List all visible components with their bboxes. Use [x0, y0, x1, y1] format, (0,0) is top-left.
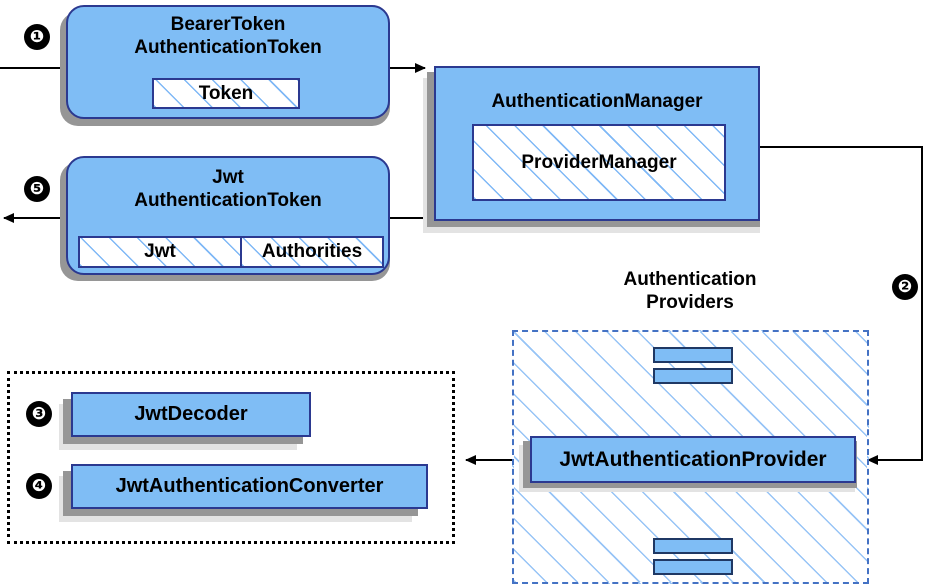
jwt-token-title-line2: AuthenticationToken: [134, 190, 322, 211]
provider-stack-bar-bottom-1: [653, 538, 733, 554]
step-marker-5: ❺: [24, 176, 50, 202]
token-label: Token: [198, 82, 254, 104]
arrow-manager-to-provider: [760, 146, 923, 465]
jwt-token-title-line1: Jwt: [212, 167, 244, 188]
authorities-label: Authorities: [261, 241, 363, 262]
node-jwt-decoder[interactable]: JwtDecoder: [71, 392, 311, 437]
authentication-providers-label-line1: Authentication: [623, 269, 757, 290]
authentication-manager-title: AuthenticationManager: [491, 91, 703, 112]
node-jwt-authentication-token[interactable]: Jwt AuthenticationToken Jwt Authorities: [66, 156, 390, 275]
jwt-authentication-converter-title: JwtAuthenticationConverter: [115, 475, 384, 497]
step-marker-2: ❷: [892, 274, 918, 300]
step-marker-3: ❸: [26, 401, 52, 427]
provider-stack-bar-bottom-2: [653, 559, 733, 575]
inner-authorities[interactable]: Authorities: [240, 236, 384, 268]
authentication-providers-label: Authentication Providers: [560, 268, 820, 314]
provider-manager-label: ProviderManager: [521, 151, 677, 173]
jwt-decoder-title: JwtDecoder: [134, 403, 248, 425]
node-authentication-manager[interactable]: AuthenticationManager ProviderManager: [434, 66, 760, 221]
jwt-label: Jwt: [144, 241, 176, 262]
inner-token[interactable]: Token: [152, 78, 300, 109]
provider-stack-bar-top-2: [653, 368, 733, 384]
jwt-authentication-provider-title: JwtAuthenticationProvider: [559, 448, 827, 471]
provider-stack-bar-top-1: [653, 347, 733, 363]
zone-jwt-support: [7, 371, 455, 544]
inner-provider-manager[interactable]: ProviderManager: [472, 124, 726, 201]
inner-jwt[interactable]: Jwt: [78, 236, 242, 268]
step-marker-1: ❶: [24, 24, 50, 50]
authentication-providers-label-line2: Providers: [646, 292, 734, 313]
node-jwt-authentication-converter[interactable]: JwtAuthenticationConverter: [71, 464, 428, 509]
node-jwt-authentication-provider[interactable]: JwtAuthenticationProvider: [530, 436, 856, 483]
bearer-token-title-line1: BearerToken: [170, 14, 286, 35]
step-marker-4: ❹: [26, 473, 52, 499]
node-bearer-token-authentication-token[interactable]: BearerToken AuthenticationToken Token: [66, 5, 390, 119]
bearer-token-title-line2: AuthenticationToken: [134, 37, 322, 58]
